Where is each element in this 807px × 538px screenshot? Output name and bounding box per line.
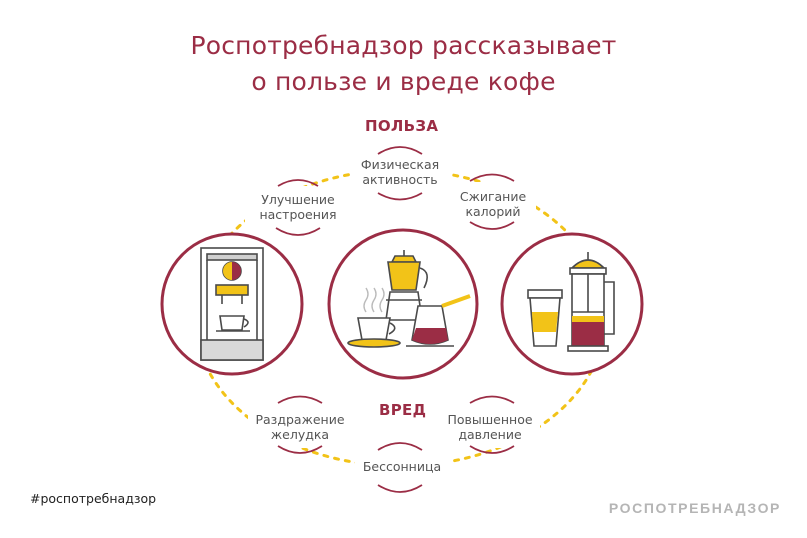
label-physical-activity-line2: активность	[362, 172, 438, 187]
brand-logo-text: РОСПОТРЕБНАДЗОР	[608, 500, 781, 516]
title-line-2: о пользе и вреде кофе	[251, 67, 556, 96]
label-physical-activity: Физическая активность	[361, 157, 439, 187]
label-pressure: Повышенное давление	[447, 412, 532, 442]
arc-insomnia-top	[377, 442, 423, 451]
label-calories-line1: Сжигание	[459, 189, 527, 204]
label-insomnia-line1: Бессонница	[362, 459, 442, 474]
label-insomnia: Бессонница	[363, 459, 441, 474]
label-calories: Сжигание калорий	[460, 189, 526, 219]
label-stomach-line2: желудка	[270, 427, 330, 442]
arc-calories-top	[469, 173, 515, 182]
arc-pressure-top	[469, 395, 515, 404]
arc-mood-bottom	[275, 227, 321, 236]
harm-heading: ВРЕД	[379, 401, 427, 419]
label-stomach-line1: Раздражение	[255, 412, 345, 427]
arc-fizact-bottom	[377, 192, 423, 201]
takeaway-cup-french-press-icon	[527, 252, 615, 352]
label-pressure-line2: давление	[458, 427, 522, 442]
label-mood-line1: Улучшение	[261, 192, 335, 207]
label-physical-activity-line1: Физическая	[360, 157, 440, 172]
title-line-1: Роспотребнадзор рассказывает	[190, 31, 617, 60]
arc-stomach-top	[277, 395, 323, 404]
label-calories-line2: калорий	[465, 204, 521, 219]
coffee-pots-icon	[347, 250, 471, 348]
label-pressure-line1: Повышенное	[447, 412, 533, 427]
arc-calories-bottom	[469, 221, 515, 230]
espresso-machine-icon	[200, 247, 264, 361]
arc-pressure-bottom	[469, 445, 515, 454]
arc-stomach-bottom	[277, 445, 323, 454]
label-mood: Улучшение настроения	[259, 192, 336, 222]
arc-mood-top	[277, 179, 319, 187]
benefit-heading: ПОЛЬЗА	[365, 117, 439, 135]
arc-fizact-top	[377, 146, 423, 155]
label-mood-line2: настроения	[259, 207, 337, 222]
label-stomach: Раздражение желудка	[255, 412, 344, 442]
hashtag: #роспотребнадзор	[30, 491, 157, 506]
arc-insomnia-bottom	[377, 484, 423, 493]
page-title: Роспотребнадзор рассказывает о пользе и …	[0, 28, 807, 100]
